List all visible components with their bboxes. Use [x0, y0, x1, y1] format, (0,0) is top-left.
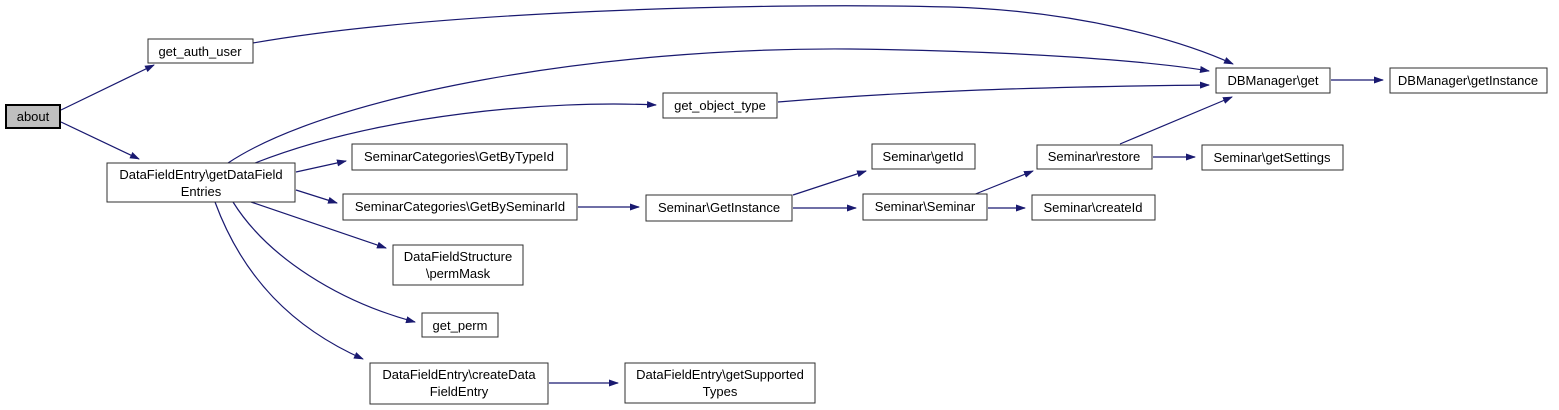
node-about-box	[5, 104, 61, 129]
node-get-perm-box	[421, 312, 499, 338]
node-seminar-categories-get-by-type-id[interactable]: SeminarCategories\GetByTypeId	[351, 143, 568, 171]
node-get-id-box	[871, 143, 976, 170]
node-about-label: about	[17, 109, 50, 124]
edge-get-object-type-to-dbmanager-get	[777, 81, 1210, 103]
node-seminar-get-settings-label: Seminar\getSettings	[1213, 150, 1331, 165]
edge-get-data-field-entries-to-dbmanager-get	[227, 48, 1210, 164]
node-seminar-restore-label: Seminar\restore	[1048, 149, 1140, 164]
node-get-by-type-id-label: SeminarCategories\GetByTypeId	[364, 149, 554, 164]
node-about[interactable]: about	[5, 104, 61, 129]
node-get-by-type-id-box	[351, 143, 568, 171]
node-seminar-get-settings[interactable]: Seminar\getSettings	[1201, 144, 1344, 171]
node-get-object-type-label: get_object_type	[674, 98, 766, 113]
node-seminar-get-settings-box	[1201, 144, 1344, 171]
edge-get-data-field-entries-to-perm-mask	[250, 201, 387, 249]
node-get-supported-types-box	[624, 362, 816, 404]
node-get-data-field-entries-label-line2: Entries	[181, 184, 222, 199]
node-seminar-seminar-label: Seminar\Seminar	[875, 199, 976, 214]
node-seminar-restore-box	[1036, 144, 1153, 170]
node-get-object-type-box	[662, 92, 778, 119]
node-seminar-create-id-label: Seminar\createId	[1044, 200, 1143, 215]
node-seminar-restore[interactable]: Seminar\restore	[1036, 144, 1153, 170]
node-get-auth-user-box	[147, 38, 254, 64]
node-dbmanager-get-instance-label: DBManager\getInstance	[1398, 73, 1538, 88]
node-get-perm-label: get_perm	[433, 318, 488, 333]
edge-about-to-get-data-field-entries	[60, 121, 140, 160]
node-get-instance-box	[645, 194, 793, 222]
node-create-data-field-entry-box	[369, 362, 549, 405]
edge-get-instance-to-get-id	[792, 170, 867, 196]
node-seminar-create-id-box	[1031, 194, 1156, 221]
node-get-supported-types-label-line2: Types	[703, 384, 738, 399]
node-perm-mask-box	[392, 244, 524, 286]
edge-get-data-field-entries-to-create-data-field-entry	[214, 201, 364, 360]
edge-get-auth-user-to-dbmanager-get	[252, 5, 1234, 65]
node-dbmanager-get-label: DBManager\get	[1227, 73, 1318, 88]
edge-seminar-restore-to-dbmanager-get	[1119, 96, 1233, 145]
node-get-instance-label: Seminar\GetInstance	[658, 200, 780, 215]
node-get-object-type[interactable]: get_object_type	[662, 92, 778, 119]
node-seminar-seminar-box	[862, 193, 988, 221]
node-data-field-entry-get-supported-types[interactable]: DataFieldEntry\getSupported Types	[624, 362, 816, 404]
node-dbmanager-get-instance[interactable]: DBManager\getInstance	[1389, 67, 1548, 94]
node-dbmanager-get-instance-box	[1389, 67, 1548, 94]
node-seminar-categories-get-by-seminar-id[interactable]: SeminarCategories\GetBySeminarId	[342, 193, 578, 221]
node-perm-mask-label-line1: DataFieldStructure	[404, 249, 512, 264]
node-seminar-create-id[interactable]: Seminar\createId	[1031, 194, 1156, 221]
node-data-field-entry-create-data-field-entry[interactable]: DataFieldEntry\createData FieldEntry	[369, 362, 549, 405]
node-seminar-seminar[interactable]: Seminar\Seminar	[862, 193, 988, 221]
node-data-field-structure-perm-mask[interactable]: DataFieldStructure \permMask	[392, 244, 524, 286]
node-get-by-seminar-id-box	[342, 193, 578, 221]
node-get-supported-types-label-line1: DataFieldEntry\getSupported	[636, 367, 804, 382]
edge-about-to-get-auth-user	[60, 64, 155, 111]
edge-get-data-field-entries-to-get-perm	[232, 201, 416, 324]
edge-get-data-field-entries-to-get-by-type-id	[295, 159, 347, 173]
node-get-auth-user-label: get_auth_user	[158, 44, 242, 59]
node-dbmanager-get-box	[1215, 67, 1331, 94]
node-perm-mask-label-line2: \permMask	[426, 266, 491, 281]
node-create-data-field-entry-label-line1: DataFieldEntry\createData	[382, 367, 536, 382]
node-seminar-get-instance[interactable]: Seminar\GetInstance	[645, 194, 793, 222]
node-get-id-label: Seminar\getId	[883, 149, 964, 164]
node-get-data-field-entries-box	[106, 162, 296, 203]
node-get-auth-user[interactable]: get_auth_user	[147, 38, 254, 64]
edge-get-data-field-entries-to-get-object-type	[254, 101, 657, 164]
node-get-perm[interactable]: get_perm	[421, 312, 499, 338]
node-dbmanager-get[interactable]: DBManager\get	[1215, 67, 1331, 94]
node-get-by-seminar-id-label: SeminarCategories\GetBySeminarId	[355, 199, 565, 214]
node-get-data-field-entries-label-line1: DataFieldEntry\getDataField	[119, 167, 282, 182]
node-seminar-get-id[interactable]: Seminar\getId	[871, 143, 976, 170]
edge-seminar-seminar-to-seminar-restore	[972, 170, 1034, 196]
edge-get-data-field-entries-to-get-by-seminar-id	[295, 189, 338, 204]
node-data-field-entry-get-data-field-entries[interactable]: DataFieldEntry\getDataField Entries	[106, 162, 296, 203]
node-create-data-field-entry-label-line2: FieldEntry	[430, 384, 489, 399]
